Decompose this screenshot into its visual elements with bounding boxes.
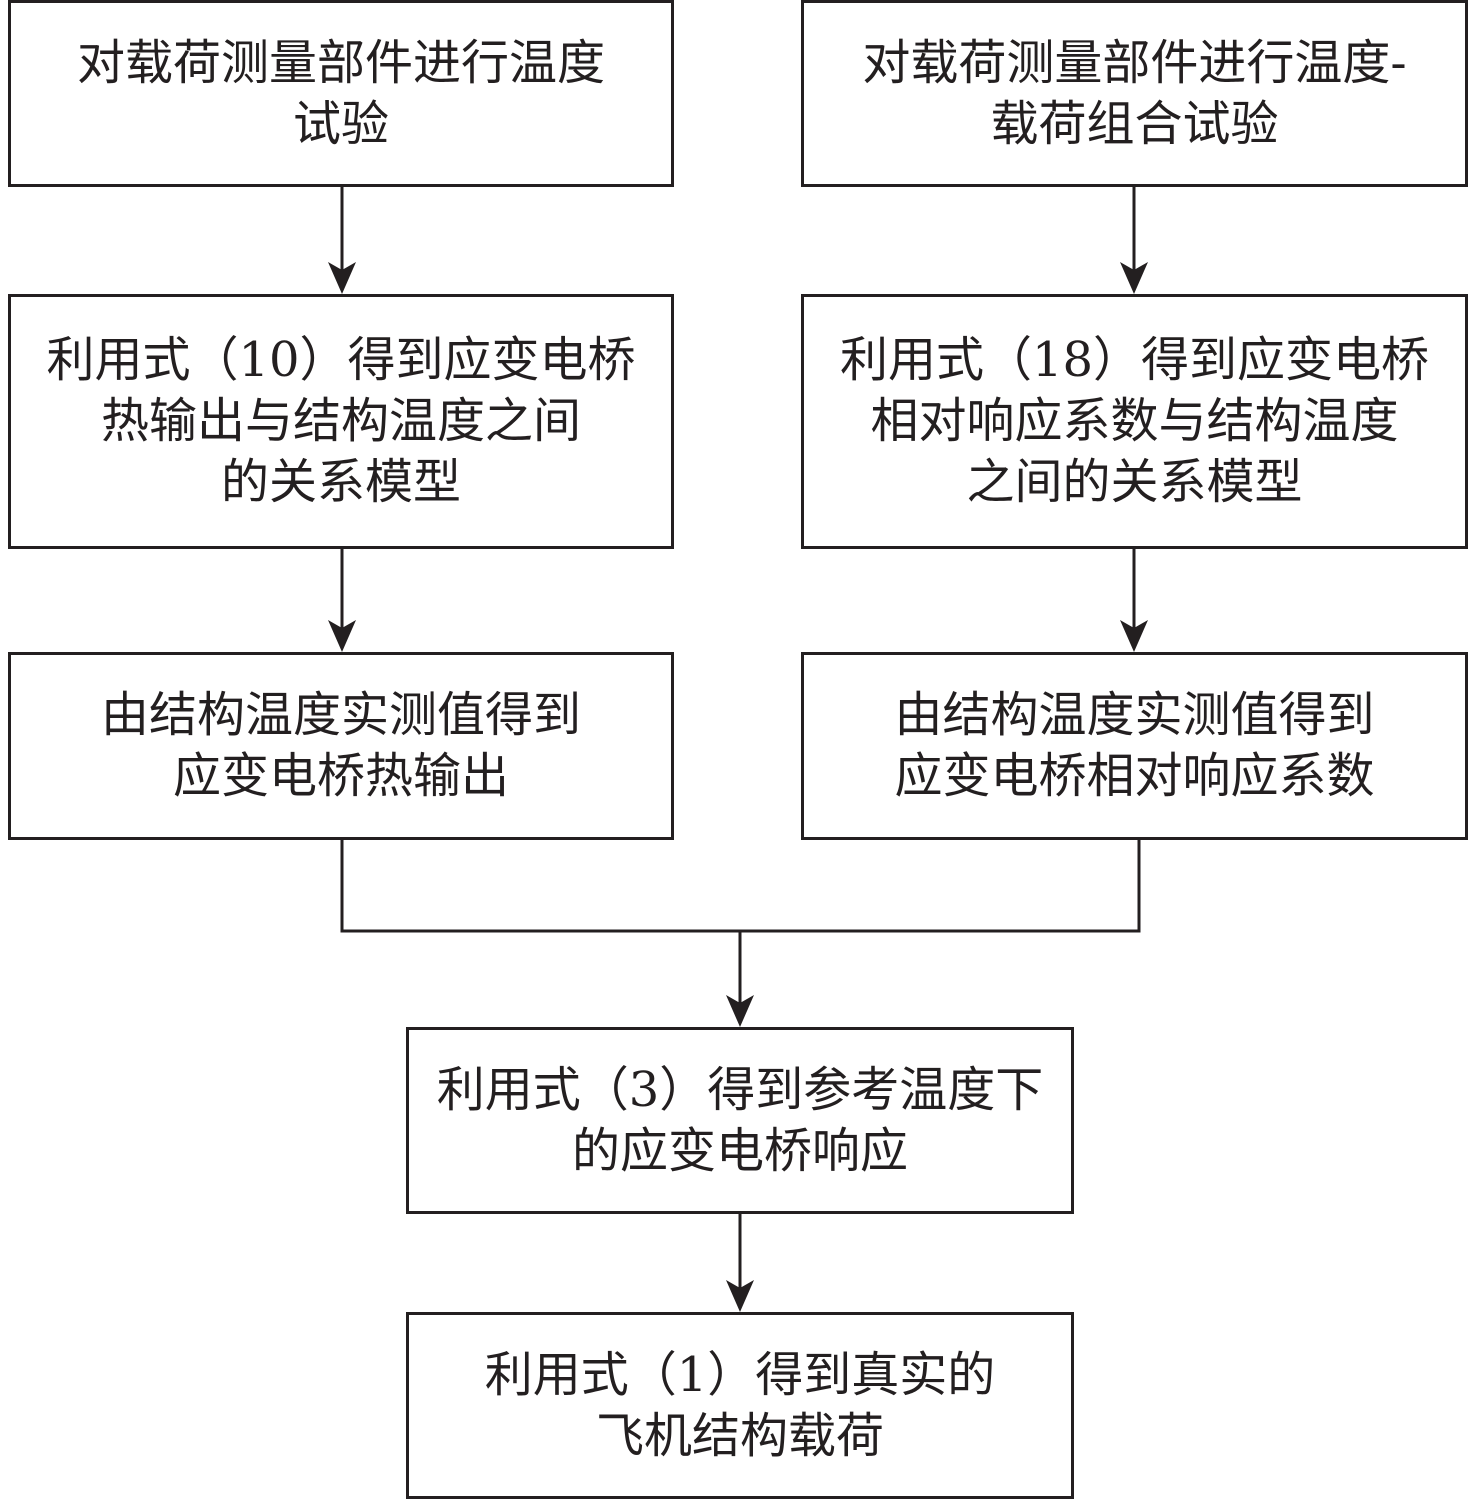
step-text-line: 对载荷测量部件进行温度- (862, 34, 1407, 91)
step-text-line: 试验 (292, 95, 389, 152)
step-true-structural-load: 利用式（1）得到真实的 飞机结构载荷 (406, 1312, 1074, 1499)
step-thermal-output-from-measurement: 由结构温度实测值得到 应变电桥热输出 (8, 652, 674, 840)
arrowhead-right-2-to-3 (1120, 620, 1148, 652)
step-relative-response-model: 利用式（18）得到应变电桥 相对响应系数与结构温度 之间的关系模型 (801, 294, 1468, 549)
step-text-line: 利用式（3）得到参考温度下 (436, 1061, 1044, 1118)
arrowhead-left-1-to-2 (328, 262, 356, 294)
step-text-line: 飞机结构载荷 (595, 1407, 884, 1464)
step-text-line: 之间的关系模型 (966, 454, 1303, 510)
arrowhead-4-to-5 (726, 1280, 754, 1312)
step-text-line: 相对响应系数与结构温度 (870, 393, 1399, 449)
arrowhead-right-1-to-2 (1120, 262, 1148, 294)
merge-connector (340, 840, 1141, 933)
step-text-line: 利用式（10）得到应变电桥 (46, 332, 636, 388)
step-temperature-load-combined-test: 对载荷测量部件进行温度- 载荷组合试验 (801, 0, 1468, 187)
step-text-line: 的关系模型 (220, 454, 461, 510)
step-reference-temperature-response: 利用式（3）得到参考温度下 的应变电桥响应 (406, 1027, 1074, 1214)
step-relative-response-from-measurement: 由结构温度实测值得到 应变电桥相对响应系数 (801, 652, 1468, 840)
step-text-line: 利用式（18）得到应变电桥 (839, 332, 1430, 388)
step-text-line: 对载荷测量部件进行温度 (76, 34, 605, 91)
step-text-line: 由结构温度实测值得到 (100, 687, 581, 743)
step-temperature-test: 对载荷测量部件进行温度 试验 (8, 0, 674, 187)
step-text-line: 利用式（1）得到真实的 (484, 1346, 996, 1403)
arrowhead-merge-to-4 (726, 995, 754, 1027)
arrowhead-left-2-to-3 (328, 620, 356, 652)
step-thermal-output-model: 利用式（10）得到应变电桥 热输出与结构温度之间 的关系模型 (8, 294, 674, 549)
step-text-line: 由结构温度实测值得到 (894, 687, 1375, 743)
step-text-line: 应变电桥相对响应系数 (894, 748, 1375, 804)
step-text-line: 的应变电桥响应 (571, 1122, 908, 1179)
step-text-line: 应变电桥热输出 (172, 748, 509, 804)
step-text-line: 热输出与结构温度之间 (100, 393, 581, 449)
step-text-line: 载荷组合试验 (990, 95, 1279, 152)
